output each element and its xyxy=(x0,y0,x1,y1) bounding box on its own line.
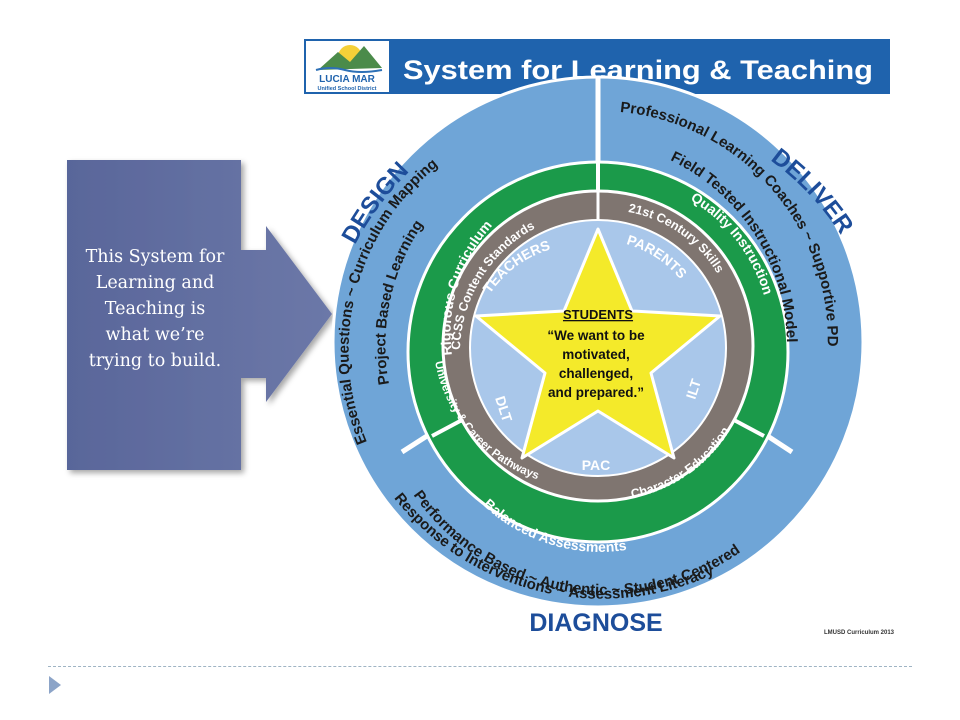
students-heading: STUDENTS xyxy=(563,307,633,322)
callout-line: trying to build. xyxy=(88,351,222,371)
students-quote-line: motivated, xyxy=(562,347,630,362)
callout-line: Teaching is xyxy=(104,299,206,319)
logo-subtitle: Unified School District xyxy=(318,86,377,92)
ring-divider xyxy=(733,418,765,438)
callout-line: Learning and xyxy=(95,273,215,293)
logo-hills xyxy=(318,46,382,70)
students-quote-line: and prepared.” xyxy=(548,385,644,400)
pac-label: PAC xyxy=(582,457,611,473)
logo-name: LUCIA MAR xyxy=(319,74,376,85)
slide-bullet-icon xyxy=(49,676,61,694)
dlt-label: DLT xyxy=(492,394,515,424)
credit-text: LMUSD Curriculum 2013 xyxy=(824,630,895,636)
callout-shape xyxy=(67,160,332,470)
ilt-label: ILT xyxy=(683,377,705,401)
ring-divider xyxy=(431,418,463,438)
students-star xyxy=(474,227,722,460)
footer-divider xyxy=(48,666,912,667)
diagnose-label: DIAGNOSE xyxy=(529,609,662,637)
students-quote-line: challenged, xyxy=(559,366,633,381)
callout-line: what we’re xyxy=(105,325,205,345)
students-quote-line: “We want to be xyxy=(547,328,645,343)
callout-text: This System for Learning and Teaching is… xyxy=(72,244,238,374)
callout-line: This System for xyxy=(85,247,225,267)
logo-water xyxy=(315,67,383,73)
